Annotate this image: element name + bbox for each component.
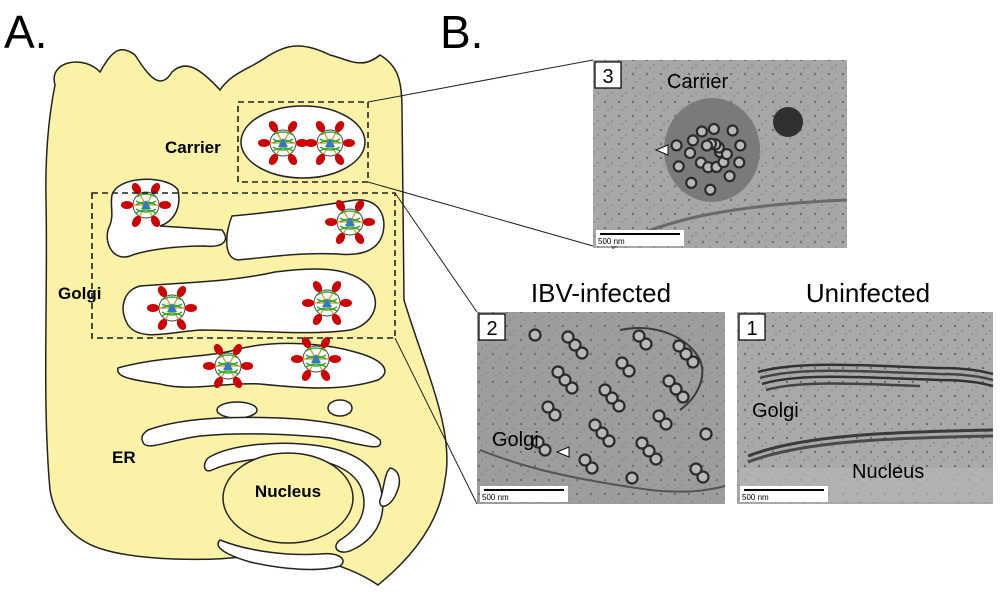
nucleus <box>222 452 354 544</box>
micrograph-label-golgi: Golgi <box>492 429 539 451</box>
panel-b-label: B. <box>440 6 483 58</box>
er-sheet <box>379 467 401 507</box>
small-vesicle <box>216 401 258 419</box>
arrowhead-marker <box>555 446 570 458</box>
er-sheet <box>217 539 344 571</box>
scale-bar-label: 500 nm <box>742 493 769 502</box>
micrograph-2: 500 nm 2 Golgi <box>477 312 726 504</box>
panel-a-label: A. <box>4 6 47 58</box>
micrograph-label-carrier: Carrier <box>667 71 728 93</box>
er-sheet <box>203 442 384 553</box>
micrograph-number: 3 <box>602 66 613 88</box>
zoom-line <box>394 192 478 313</box>
golgi-cisterna-2 <box>226 199 385 261</box>
er-sheet <box>141 416 382 448</box>
micrograph-label-golgi: Golgi <box>752 400 799 422</box>
virion-icon <box>291 336 341 382</box>
virion-icon <box>121 182 171 228</box>
small-vesicle <box>327 399 353 417</box>
scale-bar-label: 500 nm <box>598 237 625 246</box>
micrograph-title-infected: IBV-infected <box>531 278 671 308</box>
golgi-zoom-box <box>91 192 396 339</box>
cell-diagram: Carrier Golgi ER Nucleus <box>44 45 448 586</box>
scale-bar-label: 500 nm <box>482 493 509 502</box>
golgi-cisterna-3 <box>122 268 377 336</box>
virion-icon <box>258 120 308 166</box>
virion-icon <box>147 285 197 331</box>
virion-icon <box>302 280 352 326</box>
virion-icon <box>203 343 253 389</box>
micrograph-3: 500 nm 3 Carrier <box>593 60 848 250</box>
virion-icon <box>305 120 355 166</box>
virion-group <box>121 120 375 389</box>
micrograph-label-nucleus: Nucleus <box>852 461 924 483</box>
virion-icon <box>325 199 375 245</box>
zoom-line <box>367 181 594 247</box>
cell-label-golgi: Golgi <box>58 284 101 303</box>
cell-label-carrier: Carrier <box>165 138 221 157</box>
cell-label-nucleus: Nucleus <box>255 482 321 501</box>
golgi-cisterna-1 <box>106 178 227 258</box>
carrier-zoom-box <box>237 101 369 183</box>
micrograph-title-uninfected: Uninfected <box>806 278 930 308</box>
zoom-line <box>367 59 594 103</box>
cell-label-er: ER <box>112 448 136 467</box>
arrowhead-marker <box>654 144 669 156</box>
zoom-line <box>394 337 478 505</box>
micrograph-number: 1 <box>746 318 757 340</box>
micrograph-1: 500 nm 1 Golgi Nucleus <box>737 312 994 504</box>
micrograph-number: 2 <box>486 318 497 340</box>
